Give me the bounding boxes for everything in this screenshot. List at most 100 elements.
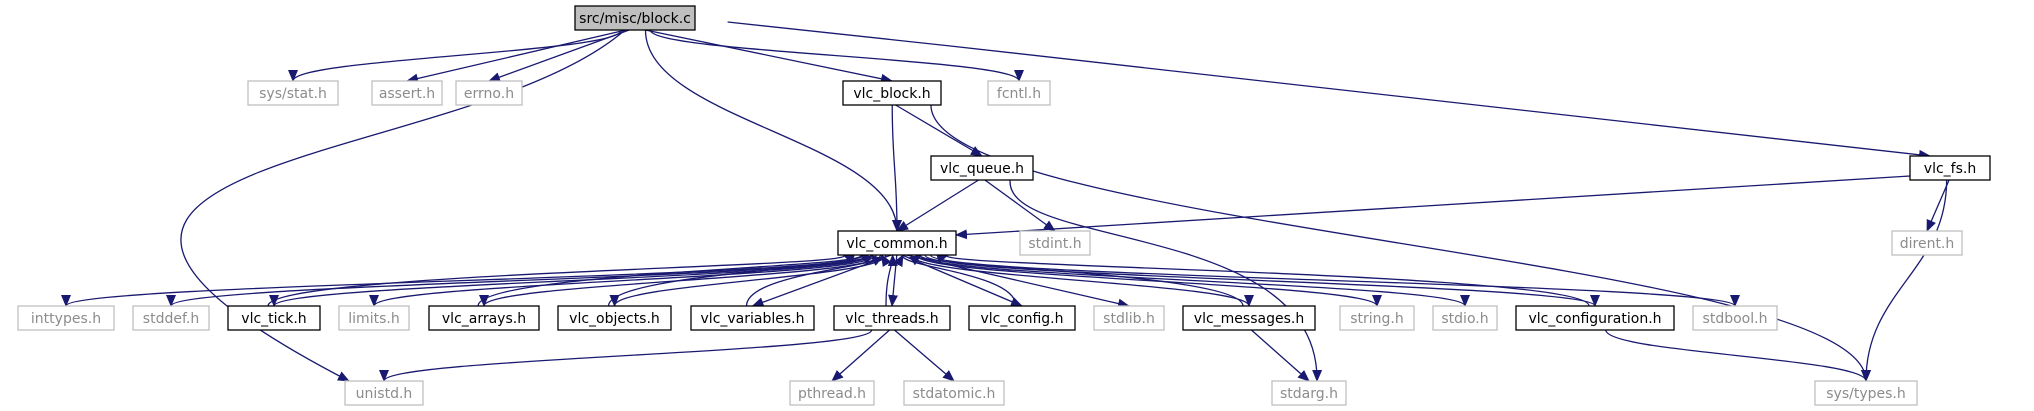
edge-vlc_variables-to-vlc_common <box>745 254 892 307</box>
node-box <box>227 305 321 331</box>
edge-vlc_common-to-stdio <box>919 254 1470 307</box>
node-box <box>17 305 115 331</box>
node-string: string.h <box>1339 305 1415 331</box>
edge-root-to-vlc_fs <box>727 21 1931 160</box>
edge-vlc_common-to-string <box>915 254 1382 307</box>
edge-vlc_fs-to-vlc_common <box>955 175 1911 240</box>
node-label: fcntl.h <box>997 86 1041 102</box>
node-label: vlc_messages.h <box>1194 311 1304 327</box>
node-box <box>557 305 672 331</box>
node-vlc-objects[interactable]: vlc_objects.h <box>557 305 672 331</box>
edge-vlc_common-to-vlc_config <box>901 254 1023 307</box>
edge-vlc_config-to-vlc_common <box>893 254 1017 307</box>
node-box <box>690 305 815 331</box>
node-sys-stat: sys/stat.h <box>247 80 339 106</box>
edge-vlc_threads-to-pthread <box>831 329 891 382</box>
node-inttypes: inttypes.h <box>17 305 115 331</box>
edge-root-to-vlc_common <box>644 29 902 232</box>
edge-vlc_configuration-to-sys_types <box>1605 329 1871 382</box>
node-box <box>1432 305 1498 331</box>
node-vlc-block[interactable]: vlc_block.h <box>842 80 942 106</box>
node-vlc-common[interactable]: vlc_common.h <box>837 230 957 256</box>
node-box <box>1182 305 1316 331</box>
edge-root-to-vlc_block <box>645 29 893 84</box>
edge-vlc_block-to-vlc_queue <box>895 104 983 157</box>
node-label: vlc_arrays.h <box>442 311 526 327</box>
node-box <box>132 305 210 331</box>
node-label: stddef.h <box>143 311 199 327</box>
node-box <box>1019 230 1091 256</box>
node-label: vlc_tick.h <box>241 311 306 327</box>
node-box <box>1093 305 1165 331</box>
node-unistd: unistd.h <box>344 380 424 406</box>
node-label: vlc_common.h <box>846 236 947 252</box>
node-stdbool: stdbool.h <box>1692 305 1778 331</box>
node-box <box>1814 380 1918 406</box>
node-fcntl: fcntl.h <box>987 80 1051 106</box>
node-pthread: pthread.h <box>789 380 875 406</box>
node-box <box>1909 155 1991 181</box>
node-label: sys/types.h <box>1826 386 1905 402</box>
node-label: stdatomic.h <box>913 386 996 402</box>
node-box <box>1515 305 1675 331</box>
node-label: src/misc/block.c <box>579 11 691 27</box>
edge-vlc_block-to-vlc_common <box>891 104 902 232</box>
edge-vlc_common-to-inttypes <box>61 254 865 307</box>
edge-vlc_common-to-vlc_configuration <box>924 254 1600 307</box>
node-box <box>1271 380 1347 406</box>
node-label: pthread.h <box>798 386 866 402</box>
node-label: vlc_config.h <box>980 311 1063 327</box>
node-label: stdlib.h <box>1103 311 1155 327</box>
node-box <box>1339 305 1415 331</box>
node-box <box>903 380 1005 406</box>
node-box <box>1891 230 1963 256</box>
node-assert: assert.h <box>371 80 443 106</box>
node-box <box>338 305 410 331</box>
node-box <box>247 80 339 106</box>
node-label: string.h <box>1350 311 1404 327</box>
edge-root-to-unistd <box>180 29 626 382</box>
node-vlc-variables[interactable]: vlc_variables.h <box>690 305 815 331</box>
node-label: vlc_fs.h <box>1924 161 1976 177</box>
node-box <box>930 155 1034 181</box>
node-vlc-config[interactable]: vlc_config.h <box>968 305 1076 331</box>
node-vlc-fs[interactable]: vlc_fs.h <box>1909 155 1991 181</box>
node-vlc-threads[interactable]: vlc_threads.h <box>833 305 951 331</box>
node-stdint: stdint.h <box>1019 230 1091 256</box>
node-root[interactable]: src/misc/block.c <box>574 5 696 31</box>
node-label: inttypes.h <box>31 311 101 327</box>
node-box <box>837 230 957 256</box>
node-vlc-messages[interactable]: vlc_messages.h <box>1182 305 1316 331</box>
node-label: sys/stat.h <box>259 86 327 102</box>
nodes-layer: src/misc/block.c sys/stat.h assert.h errno.… <box>17 5 1991 406</box>
node-vlc-tick[interactable]: vlc_tick.h <box>227 305 321 331</box>
node-box <box>833 305 951 331</box>
node-label: vlc_block.h <box>853 86 930 102</box>
edge-root-to-fcntl <box>649 29 1024 82</box>
node-box <box>574 5 696 31</box>
node-sys-types: sys/types.h <box>1814 380 1918 406</box>
node-label: limits.h <box>348 311 399 327</box>
node-box <box>371 80 443 106</box>
node-vlc-arrays[interactable]: vlc_arrays.h <box>428 305 540 331</box>
node-label: assert.h <box>379 86 435 102</box>
node-label: stdbool.h <box>1703 311 1768 327</box>
node-vlc-configuration[interactable]: vlc_configuration.h <box>1515 305 1675 331</box>
node-box <box>987 80 1051 106</box>
edge-vlc_common-to-stddef <box>166 254 869 307</box>
node-box <box>789 380 875 406</box>
node-errno: errno.h <box>455 80 523 106</box>
node-vlc-queue[interactable]: vlc_queue.h <box>930 155 1034 181</box>
node-box <box>428 305 540 331</box>
edge-vlc_arrays-to-vlc_common <box>477 254 872 307</box>
edge-root-to-assert <box>406 29 627 84</box>
node-label: dirent.h <box>1900 236 1955 252</box>
edge-vlc_configuration-to-vlc_common <box>935 253 1590 307</box>
edge-vlc_messages-to-stdarg <box>1250 329 1310 382</box>
node-label: vlc_configuration.h <box>1528 311 1661 327</box>
node-stdlib: stdlib.h <box>1093 305 1165 331</box>
node-label: errno.h <box>464 86 514 102</box>
node-limits: limits.h <box>338 305 410 331</box>
edge-vlc_threads-to-vlc_common <box>885 254 898 307</box>
